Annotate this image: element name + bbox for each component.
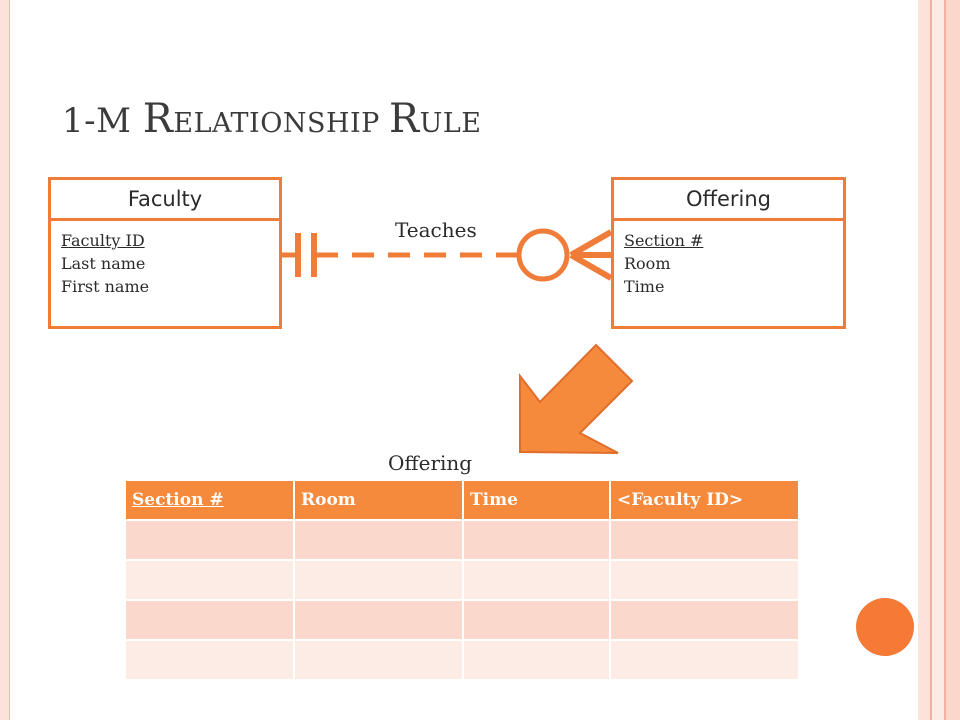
title-part: ULE [419, 108, 482, 139]
title-part: R [388, 96, 420, 142]
relationship-label: Teaches [395, 218, 477, 242]
title-part: R [142, 96, 174, 142]
table-cell [126, 519, 295, 560]
column-header: Room [294, 481, 464, 520]
faculty-entity: Faculty Faculty ID Last name First name [48, 177, 282, 329]
table-cell [463, 599, 611, 640]
table-cell [610, 559, 800, 600]
table-cell [463, 559, 611, 600]
table-cell [610, 599, 800, 640]
entity-attributes: Faculty ID Last name First name [51, 221, 279, 298]
table-row [126, 599, 800, 640]
table-row [126, 519, 800, 560]
decorative-circle [856, 598, 914, 656]
primary-key-attribute: Section # [624, 231, 704, 250]
entity-name: Offering [614, 180, 843, 221]
table-row [126, 639, 800, 679]
crows-foot-line [569, 229, 613, 258]
table-cell [610, 519, 800, 560]
column-header: Time [463, 481, 611, 520]
table-cell [610, 639, 800, 679]
table-cell [463, 639, 611, 679]
attribute: First name [61, 277, 150, 296]
table-cell [294, 639, 464, 679]
table-cell [294, 519, 464, 560]
right-frame-stripes [918, 0, 960, 720]
table-caption: Offering [388, 451, 473, 475]
slide-title: 1-M RELATIONSHIP RULE [62, 96, 481, 142]
table-cell [463, 519, 611, 560]
left-frame-stripe [0, 0, 10, 720]
attribute: Time [624, 277, 665, 296]
table-cell [294, 559, 464, 600]
table-cell [126, 559, 295, 600]
primary-key-attribute: Faculty ID [61, 231, 145, 250]
optional-circle [516, 228, 570, 282]
offering-table: Section # Room Time <Faculty ID> [126, 481, 800, 679]
table-cell [126, 599, 295, 640]
table-header-row: Section # Room Time <Faculty ID> [126, 481, 800, 520]
title-part: ELATIONSHIP [173, 108, 389, 139]
entity-name: Faculty [51, 180, 279, 221]
title-part: 1-M [62, 101, 143, 141]
attribute: Last name [61, 254, 146, 273]
offering-entity: Offering Section # Room Time [611, 177, 846, 329]
column-header: Section # [126, 481, 295, 520]
table-cell [294, 599, 464, 640]
table-cell [126, 639, 295, 679]
crows-foot-line [569, 252, 613, 281]
attribute: Room [624, 254, 671, 273]
table-row [126, 559, 800, 600]
column-header: <Faculty ID> [610, 481, 800, 520]
transform-arrow-icon [519, 343, 634, 454]
entity-attributes: Section # Room Time [614, 221, 843, 298]
